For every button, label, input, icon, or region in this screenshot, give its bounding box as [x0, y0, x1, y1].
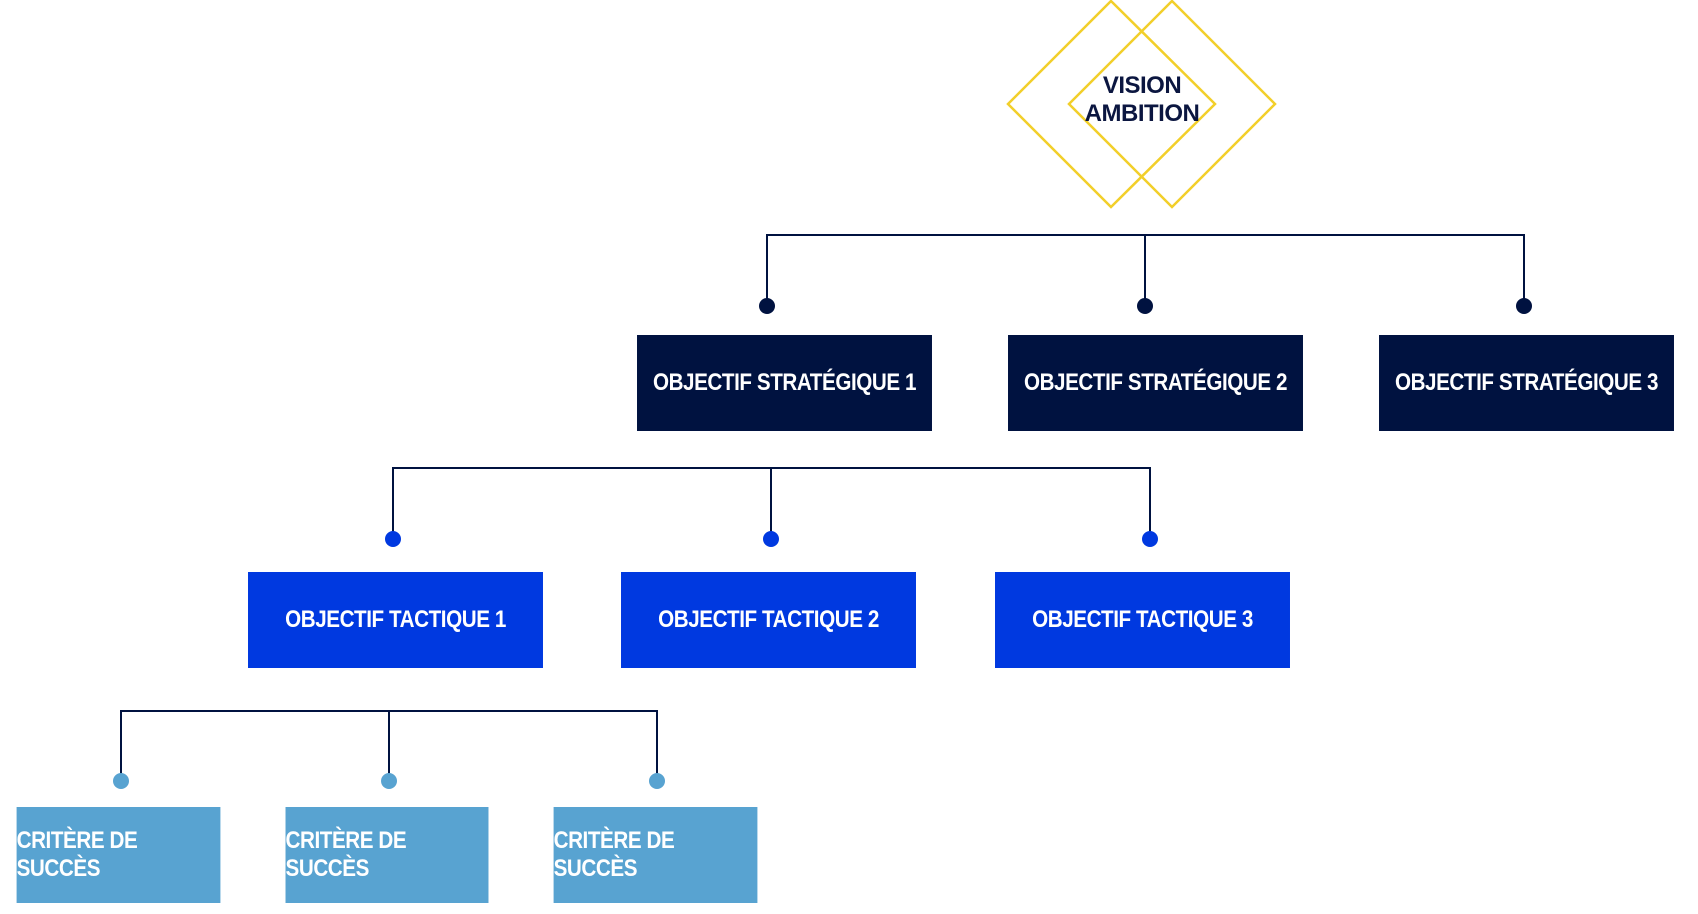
connector-node — [759, 298, 775, 314]
vision-line2: AMBITION — [1084, 100, 1200, 127]
strategic-objective-label: OBJECTIF STRATÉGIQUE 2 — [1023, 369, 1288, 396]
connector-node — [1137, 298, 1153, 314]
vision-diamond-left — [1006, 0, 1217, 209]
tactical-objective-1: OBJECTIF TACTIQUE 1 — [248, 572, 543, 668]
strategic-objective-3: OBJECTIF STRATÉGIQUE 3 — [1379, 335, 1674, 431]
tactical-objective-2: OBJECTIF TACTIQUE 2 — [621, 572, 916, 668]
connector-node — [381, 773, 397, 789]
tactical-objective-label: OBJECTIF TACTIQUE 2 — [658, 606, 879, 633]
connector-node — [649, 773, 665, 789]
connector-tactical-to-criteria — [113, 710, 665, 789]
success-criterion-3: CRITÈRE DE SUCCÈS — [553, 807, 758, 903]
tactical-objective-label: OBJECTIF TACTIQUE 3 — [1032, 606, 1253, 633]
connector-node — [385, 531, 401, 547]
vision-line1: VISION — [1102, 72, 1182, 99]
connector-node — [1142, 531, 1158, 547]
vision-diamond-right — [1067, 0, 1277, 209]
connector-vision-to-strategic — [759, 234, 1532, 314]
success-criterion-1: CRITÈRE DE SUCCÈS — [16, 807, 221, 903]
vision-label: VISION AMBITION — [1060, 72, 1224, 128]
success-criterion-label: CRITÈRE DE SUCCÈS — [285, 827, 407, 882]
connector-node — [763, 531, 779, 547]
tactical-objective-label: OBJECTIF TACTIQUE 1 — [285, 606, 506, 633]
success-criterion-2: CRITÈRE DE SUCCÈS — [285, 807, 489, 903]
success-criterion-label: CRITÈRE DE SUCCÈS — [16, 827, 138, 882]
strategic-objective-1: OBJECTIF STRATÉGIQUE 1 — [637, 335, 932, 431]
tactical-objective-3: OBJECTIF TACTIQUE 3 — [995, 572, 1290, 668]
strategic-objective-label: OBJECTIF STRATÉGIQUE 3 — [1394, 369, 1659, 396]
connector-node — [1516, 298, 1532, 314]
strategic-objective-label: OBJECTIF STRATÉGIQUE 1 — [652, 369, 917, 396]
connector-node — [113, 773, 129, 789]
connector-strategic-to-tactical — [385, 467, 1158, 547]
strategic-objective-2: OBJECTIF STRATÉGIQUE 2 — [1008, 335, 1303, 431]
success-criterion-label: CRITÈRE DE SUCCÈS — [553, 827, 675, 882]
